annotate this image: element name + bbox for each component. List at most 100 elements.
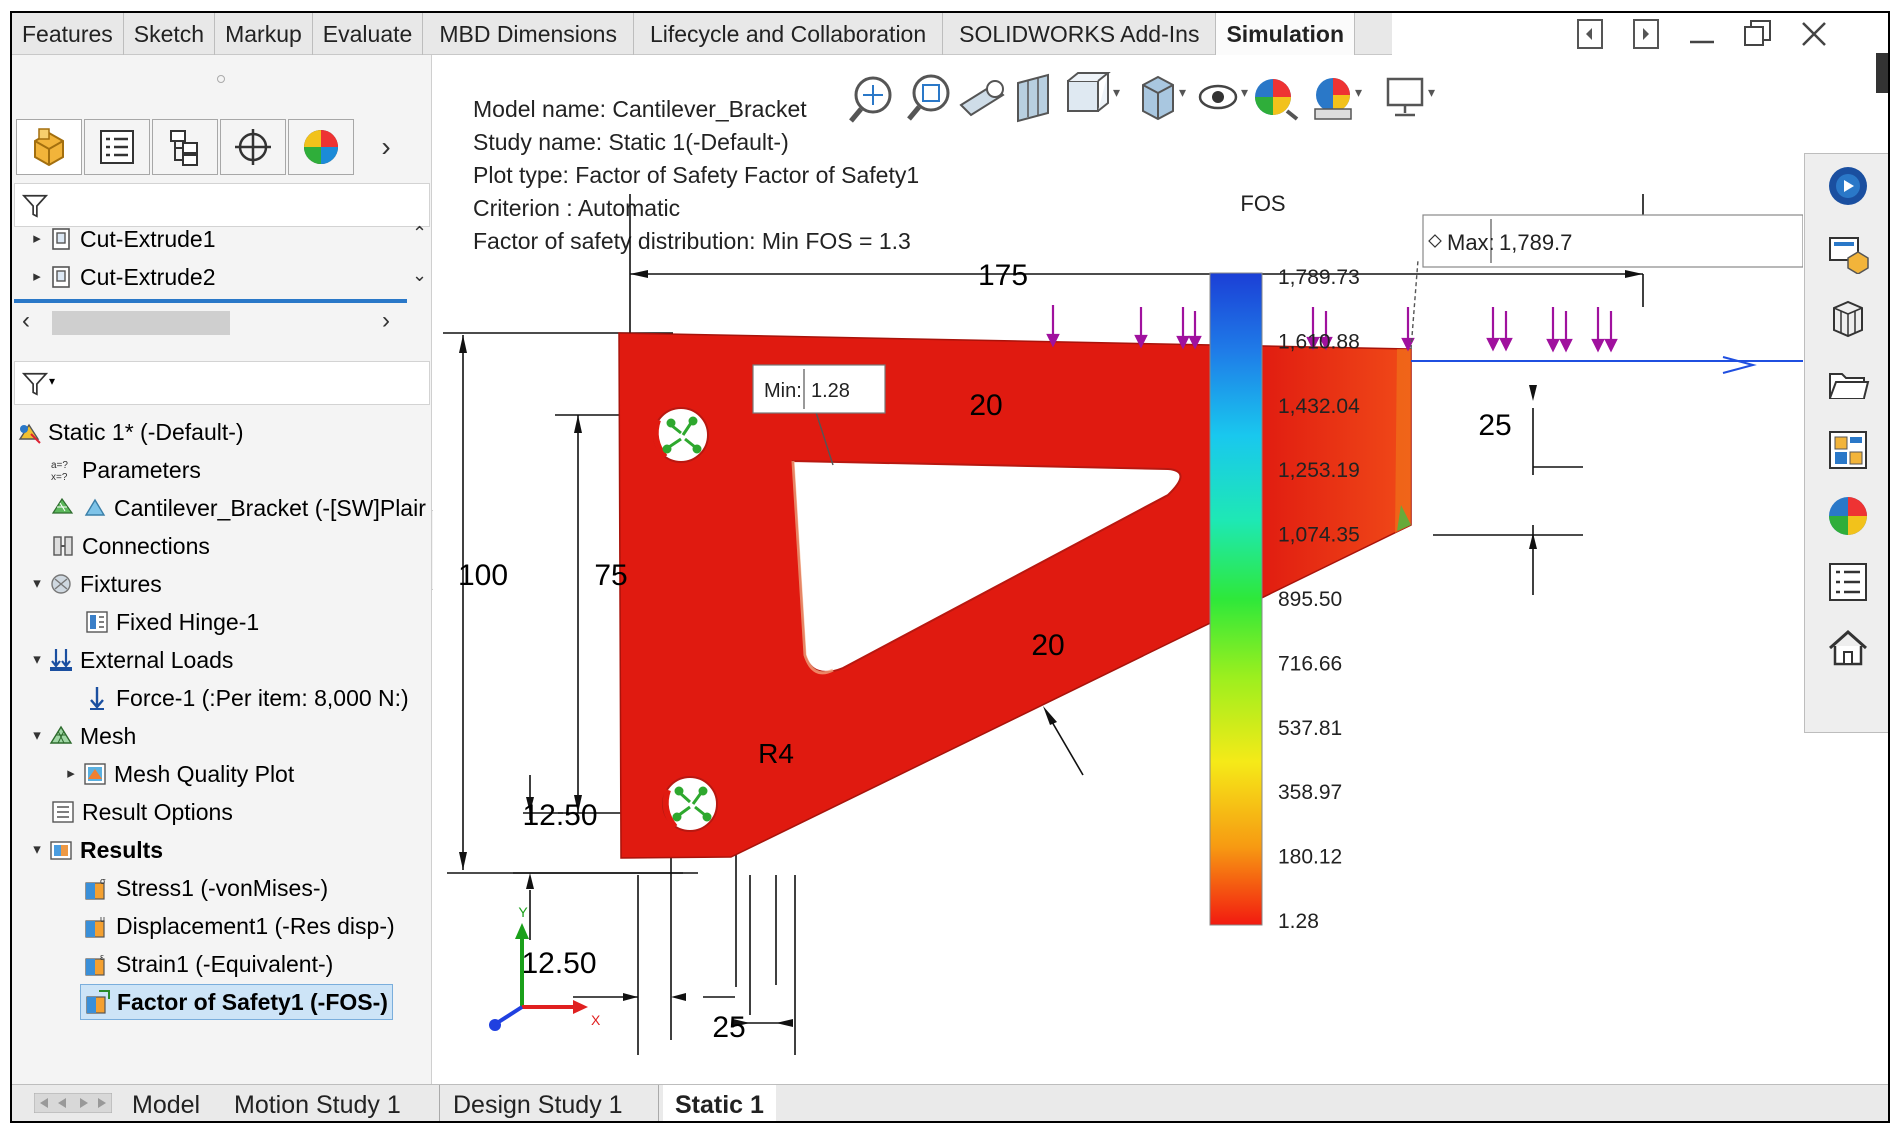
split-bar	[14, 299, 407, 303]
task-pane-handle[interactable]	[1876, 53, 1888, 93]
home-icon[interactable]	[1826, 626, 1870, 670]
collapse-arrow-icon[interactable]: ▾	[33, 727, 41, 744]
view-palette-icon[interactable]	[1826, 428, 1870, 472]
appearances-scenes-icon[interactable]	[1826, 494, 1870, 538]
expand-arrow-icon[interactable]: ▸	[33, 230, 41, 247]
tree-item-study[interactable]: Static 1* (-Default-)	[16, 414, 244, 450]
property-manager-tab[interactable]	[84, 119, 150, 175]
collapse-arrow-icon[interactable]: ▾	[33, 651, 41, 668]
max-probe-box[interactable]	[1422, 214, 1803, 268]
tree-item-result-options[interactable]: Result Options	[50, 794, 233, 830]
restore-icon[interactable]	[1740, 16, 1776, 52]
feature-item-cut-extrude1[interactable]: ▸ Cut-Extrude1	[26, 221, 215, 257]
dim-20-diagonal[interactable]: 20	[1031, 629, 1064, 662]
tree-item-fixtures[interactable]: ▾ Fixtures	[26, 566, 162, 602]
minimize-icon[interactable]	[1684, 16, 1720, 52]
collapse-arrow-icon[interactable]: ▾	[33, 841, 41, 858]
dim-r4[interactable]: R4	[758, 738, 794, 769]
tab-model[interactable]: Model	[132, 1091, 201, 1119]
static-study-icon	[18, 423, 41, 444]
stress-plot-icon: σ	[85, 876, 106, 900]
tab-lifecycle[interactable]: Lifecycle and Collaboration	[634, 13, 944, 55]
filter-icon[interactable]	[21, 370, 49, 398]
tree-item-force[interactable]: Force-1 (:Per item: 8,000 N:)	[84, 680, 409, 716]
custom-properties-icon[interactable]	[1826, 560, 1870, 604]
close-icon[interactable]	[1796, 16, 1832, 52]
tab-addins[interactable]: SOLIDWORKS Add-Ins	[943, 13, 1217, 55]
more-tabs-chevron-icon[interactable]: ›	[381, 131, 391, 162]
expand-arrow-icon[interactable]: ▸	[67, 765, 75, 782]
filter-bar[interactable]	[14, 183, 430, 227]
solidworks-resources-icon[interactable]	[1826, 164, 1870, 208]
pane-right-icon[interactable]	[1628, 16, 1664, 52]
dim-75[interactable]: 75	[594, 559, 627, 592]
tree-item-part[interactable]: Cantilever_Bracket (-[SW]Plair	[50, 490, 426, 526]
edit-appearance-icon[interactable]	[1255, 79, 1299, 121]
tab-markup[interactable]: Markup	[215, 13, 313, 55]
filter-bar-simulation[interactable]: ▾	[14, 361, 430, 405]
scroll-up-icon[interactable]: ⌃	[412, 223, 428, 243]
dim-12-50-vertical[interactable]: 12.50	[522, 799, 597, 832]
filter-icon[interactable]	[21, 192, 49, 220]
tab-simulation[interactable]: Simulation	[1216, 13, 1356, 55]
tree-item-parameters[interactable]: a=?x=? Parameters	[50, 452, 201, 488]
legend-tick-label: 180.12	[1278, 846, 1342, 869]
tree-item-fixed-hinge[interactable]: Fixed Hinge-1	[84, 604, 259, 640]
horizontal-scrollbar[interactable]: ‹ ›	[14, 305, 430, 341]
dim-25-right[interactable]: 25	[1478, 409, 1511, 442]
svg-text:ε: ε	[100, 952, 104, 962]
scroll-down-icon[interactable]: ⌄	[412, 265, 428, 285]
graphics-area[interactable]: Model name: Cantilever_Bracket Study nam…	[433, 55, 1803, 1084]
apply-scene-icon[interactable]: ▾	[1314, 78, 1362, 120]
tab-features[interactable]: Features	[12, 13, 124, 55]
tab-mbd-dimensions[interactable]: MBD Dimensions	[423, 13, 634, 55]
tab-evaluate[interactable]: Evaluate	[313, 13, 424, 55]
dim-20-top[interactable]: 20	[969, 389, 1002, 422]
collapse-arrow-icon[interactable]: ▾	[33, 575, 41, 592]
scroll-right-icon[interactable]: ›	[382, 307, 390, 334]
feature-manager-tab[interactable]	[16, 119, 82, 175]
tab-motion-study[interactable]: Motion Study 1	[234, 1091, 401, 1119]
tab-design-study[interactable]: Design Study 1	[453, 1091, 623, 1119]
feature-item-cut-extrude2[interactable]: ▸ Cut-Extrude2	[26, 259, 215, 295]
tree-item-results[interactable]: ▾ Results	[26, 832, 163, 868]
dim-175[interactable]: 175	[978, 259, 1028, 292]
tree-item-mesh[interactable]: ▾ Mesh	[26, 718, 136, 754]
configuration-manager-tab[interactable]	[152, 119, 218, 175]
tree-item-mesh-quality[interactable]: ▸ Mesh Quality Plot	[60, 756, 294, 792]
file-explorer-icon[interactable]	[1826, 296, 1870, 340]
tree-item-strain[interactable]: ε Strain1 (-Equivalent-)	[84, 946, 333, 982]
tab-static-1[interactable]: Static 1	[663, 1085, 776, 1121]
tree-item-stress[interactable]: σ Stress1 (-vonMises-)	[84, 870, 328, 906]
min-probe-box[interactable]	[752, 364, 886, 414]
design-library-icon[interactable]	[1826, 230, 1870, 274]
tab-navigation-arrows-icon[interactable]	[34, 1093, 112, 1113]
folder-icon[interactable]	[1826, 362, 1870, 406]
legend-tick-label: 1.28	[1278, 910, 1319, 933]
tree-item-connections[interactable]: Connections	[50, 528, 210, 564]
scroll-left-icon[interactable]: ‹	[22, 307, 30, 334]
section-view-icon[interactable]	[1017, 73, 1049, 123]
dim-25-bottom[interactable]: 25	[712, 1011, 745, 1044]
zoom-to-area-icon[interactable]	[907, 74, 950, 121]
chevron-down-icon[interactable]: ▾	[49, 374, 56, 388]
view-orientation-icon[interactable]: ▾	[1067, 72, 1120, 112]
fos-distribution-text: Factor of safety distribution: Min FOS =…	[473, 228, 911, 254]
dim-100[interactable]: 100	[458, 559, 508, 592]
view-settings-icon[interactable]: ▾	[1386, 77, 1435, 117]
dim-12-50-horizontal[interactable]: 12.50	[521, 947, 596, 980]
tab-sketch[interactable]: Sketch	[124, 13, 216, 55]
display-manager-tab[interactable]	[288, 119, 354, 175]
hide-show-items-icon[interactable]: ▾	[1198, 84, 1248, 110]
previous-view-icon[interactable]	[959, 80, 1005, 117]
tree-item-displacement[interactable]: u Displacement1 (-Res disp-)	[84, 908, 395, 944]
splitter-handle[interactable]	[217, 75, 225, 83]
tree-item-external-loads[interactable]: ▾ External Loads	[26, 642, 233, 678]
scroll-thumb[interactable]	[52, 311, 230, 335]
expand-arrow-icon[interactable]: ▸	[33, 268, 41, 285]
dimxpert-tab[interactable]	[220, 119, 286, 175]
pane-left-icon[interactable]	[1572, 16, 1608, 52]
display-style-icon[interactable]: ▾	[1142, 75, 1186, 121]
zoom-to-fit-icon[interactable]	[849, 76, 892, 123]
tree-item-factor-of-safety[interactable]: Factor of Safety1 (-FOS-)	[80, 984, 393, 1020]
